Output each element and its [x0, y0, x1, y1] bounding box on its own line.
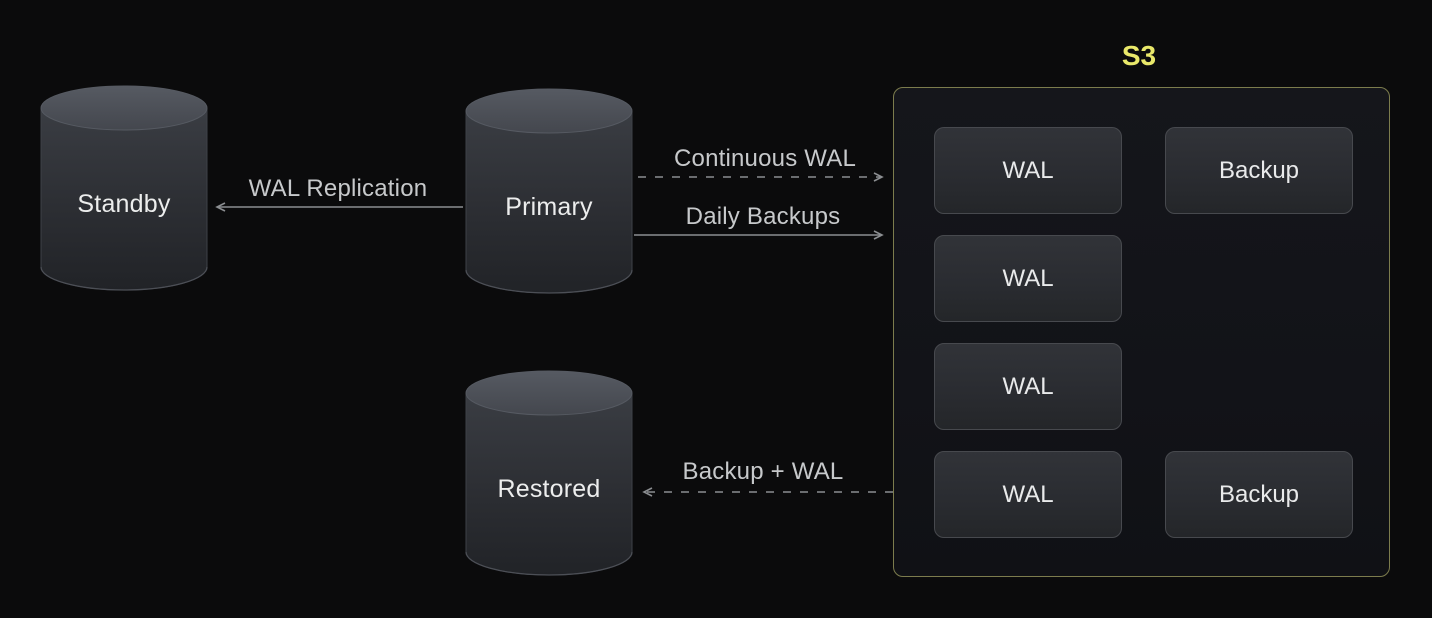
s3-title: S3 — [1121, 40, 1157, 71]
wal-replication-label: WAL Replication — [248, 175, 428, 202]
primary-database: Primary — [465, 88, 633, 294]
wal-item-3: WAL — [934, 343, 1122, 430]
standby-database: Standby — [40, 85, 208, 291]
database-cylinder-icon — [465, 88, 633, 294]
primary-label: Primary — [505, 192, 593, 221]
continuous-wal-label: Continuous WAL — [673, 145, 856, 172]
restored-label: Restored — [497, 474, 601, 503]
backup-plus-wal-label: Backup + WAL — [682, 458, 844, 485]
wal-item-1: WAL — [934, 127, 1122, 214]
wal-item-4: WAL — [934, 451, 1122, 538]
backup-item-1: Backup — [1165, 127, 1353, 214]
restored-database: Restored — [465, 370, 633, 576]
backup-item-2: Backup — [1165, 451, 1353, 538]
wal-item-2: WAL — [934, 235, 1122, 322]
standby-label: Standby — [77, 189, 171, 218]
s3-container: WAL Backup WAL WAL WAL Backup — [893, 87, 1390, 577]
daily-backups-label: Daily Backups — [685, 203, 841, 230]
database-cylinder-icon — [465, 370, 633, 576]
database-cylinder-icon — [40, 85, 208, 291]
